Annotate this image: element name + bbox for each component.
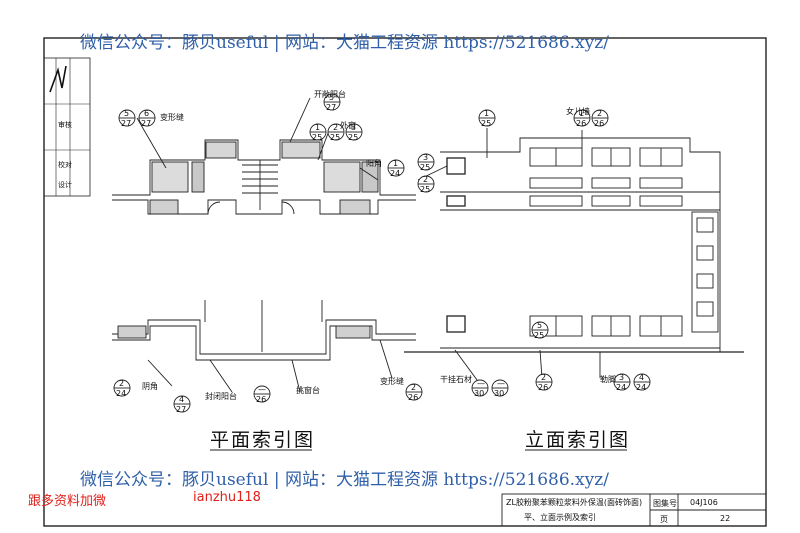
plan-mark-top: 1 (315, 123, 321, 132)
plan-mark-bottom: 27 (176, 405, 187, 414)
elev-mark-bottom: 25 (420, 163, 431, 172)
plan-mark-top: — (258, 385, 266, 394)
plan-mark-top: 6 (144, 109, 150, 118)
elev-mark-top: 3 (619, 373, 625, 382)
contact-id: ianzhu118 (193, 490, 261, 505)
elev-mark-bottom: 26 (576, 119, 587, 128)
elevation-caption: 立面索引图 (525, 429, 631, 451)
plan-mark-top: 5 (124, 109, 130, 118)
side-strip-check: 校对 (58, 161, 72, 169)
contact-text: 跟多资料加微 (28, 494, 107, 509)
plan-mark-bottom: 27 (121, 119, 132, 128)
plan-mark-bottom: 26 (256, 395, 267, 404)
signature-mark (49, 65, 67, 93)
side-strip (43, 57, 91, 197)
elev-mark-bottom: 24 (616, 383, 627, 392)
watermark-bottom: 微信公众号：豚贝useful | 网站：大猫工程资源 https://52168… (80, 470, 609, 490)
label-plinth: 勒脚 (600, 375, 616, 384)
label-dry-stone: 干挂石材 (440, 375, 472, 384)
side-strip-design: 设计 (58, 181, 72, 189)
elev-mark-top: 4 (639, 373, 645, 382)
elev-mark-top: 2 (541, 373, 547, 382)
label-deformation-joint-bottom: 变形缝 (380, 377, 404, 386)
plan-caption: 平面索引图 (210, 429, 316, 451)
label-deformation-joint-top: 变形缝 (160, 113, 184, 122)
plan-mark-top: 1 (393, 159, 399, 168)
elev-mark-top: 2 (597, 109, 603, 118)
title-line-1: ZL胶粉聚苯颗粒浆料外保温(面砖饰面) (506, 498, 643, 507)
plan-drawing (112, 97, 416, 393)
elev-mark-bottom: 25 (534, 331, 545, 340)
label-outer-corner: 阳角 (366, 159, 382, 168)
elev-mark-top: 2 (423, 175, 429, 184)
label-parapet: 女儿墙 (566, 107, 590, 116)
plan-index-circles (113, 93, 423, 413)
outer-frame (43, 37, 767, 527)
page-label: 页 (660, 515, 668, 524)
plan-mark-top: 2 (411, 383, 417, 392)
plan-mark-bottom: 27 (141, 119, 152, 128)
plan-mark-bottom: 27 (326, 103, 337, 112)
atlas-label: 图集号 (653, 499, 677, 508)
atlas-number: 04J106 (690, 498, 718, 507)
plan-mark-top: 2 (119, 379, 125, 388)
elev-mark-bottom: 30 (474, 389, 485, 398)
plan-mark-bottom: 24 (116, 389, 127, 398)
plan-mark-bottom: 25 (348, 133, 359, 142)
plan-mark-top: 4 (179, 395, 185, 404)
plan-mark-top: 2 (333, 123, 339, 132)
elev-mark-bottom: 25 (420, 185, 431, 194)
elev-mark-top: — (477, 379, 485, 388)
elevation-index-circles (417, 109, 651, 397)
plan-mark-bottom: 26 (408, 393, 419, 402)
label-inner-corner: 阴角 (142, 382, 158, 391)
elev-mark-top: 5 (537, 321, 543, 330)
title-line-2: 平、立面示例及索引 (524, 513, 596, 522)
elev-mark-bottom: 30 (494, 389, 505, 398)
elev-mark-bottom: 26 (538, 383, 549, 392)
elev-mark-top: 1 (484, 109, 490, 118)
elev-mark-top: 1 (579, 109, 585, 118)
elev-mark-top: — (497, 379, 505, 388)
page-number: 22 (720, 514, 731, 523)
label-outer-window: 外窗 (340, 121, 356, 130)
watermark-top: 微信公众号：豚贝useful | 网站：大猫工程资源 https://52168… (80, 33, 609, 53)
plan-mark-bottom: 25 (312, 133, 323, 142)
elev-mark-bottom: 26 (594, 119, 605, 128)
elevation-drawing (404, 128, 744, 385)
elev-mark-top: 3 (423, 153, 429, 162)
elev-mark-bottom: 25 (481, 119, 492, 128)
side-strip-review: 审核 (58, 121, 72, 129)
title-block-frame (501, 493, 767, 527)
label-closed-balcony: 封闭阳台 (205, 392, 237, 401)
label-open-balcony: 开敞阳台 (314, 90, 346, 99)
plan-mark-bottom: 24 (390, 169, 401, 178)
label-bay-window: 挑窗台 (296, 386, 320, 395)
elev-mark-bottom: 24 (636, 383, 647, 392)
plan-mark-bottom: 25 (330, 133, 341, 142)
plan-mark-top: 3 (351, 123, 357, 132)
plan-mark-top: 5 (329, 93, 335, 102)
